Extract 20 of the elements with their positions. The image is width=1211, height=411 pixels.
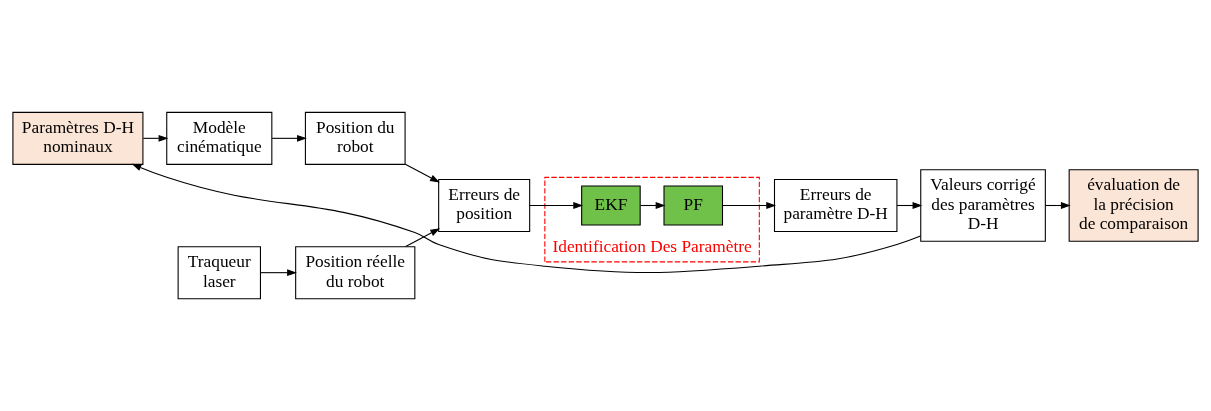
node-box: Erreurs de position: [438, 178, 531, 233]
node-box: Paramètres D-H nominaux: [12, 111, 144, 165]
node-box: Erreurs de paramètre D-H: [773, 178, 898, 233]
node-box: Position réelle du robot: [295, 246, 416, 300]
arrow: [529, 202, 584, 209]
node-box: PF: [663, 185, 724, 226]
node-box: EKF: [581, 185, 641, 226]
node-box: Position du robot: [304, 111, 406, 165]
arrow: [639, 202, 666, 209]
node-box: Modèle cinématique: [166, 111, 273, 165]
node-box: Traqueur laser: [177, 246, 261, 300]
arrow: [404, 163, 440, 183]
arrow: [259, 269, 297, 277]
arrow: [271, 134, 307, 142]
arrow: [1044, 202, 1071, 209]
node-box: évaluation de la précision de comparaison: [1068, 169, 1199, 242]
arrow: [722, 202, 777, 209]
node-box: Valeurs corrigé des paramètres D-H: [920, 169, 1046, 242]
arrow: [131, 163, 922, 274]
arrow: [405, 228, 441, 248]
